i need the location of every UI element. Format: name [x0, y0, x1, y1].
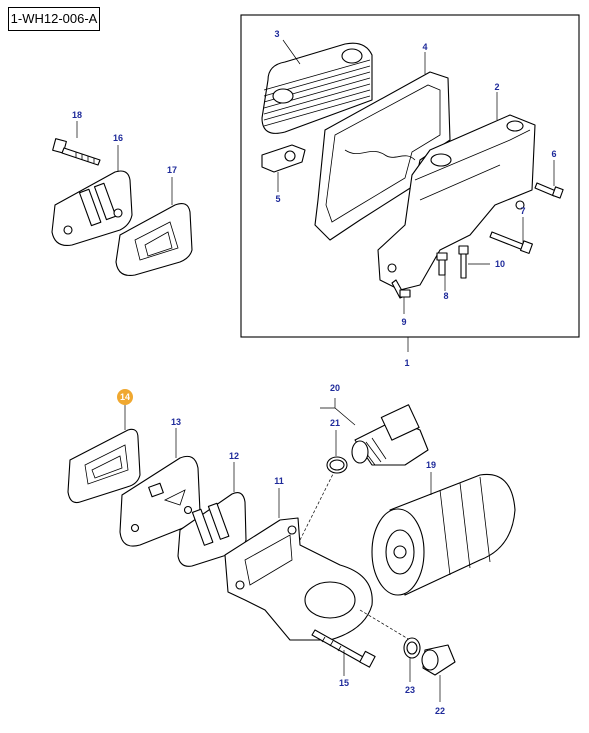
bolt-8[interactable]	[436, 252, 448, 276]
bolt-7[interactable]	[489, 231, 533, 254]
oil-cooler-core[interactable]	[261, 42, 373, 134]
callout-1[interactable]: 1	[404, 358, 409, 368]
callout-21[interactable]: 21	[330, 418, 340, 428]
filter-head-11[interactable]	[224, 517, 373, 641]
callout-18[interactable]: 18	[72, 110, 82, 120]
callout-3[interactable]: 3	[274, 29, 279, 39]
bolt-9[interactable]	[391, 279, 411, 299]
callout-14[interactable]: 14	[120, 392, 130, 402]
drain-plug-22[interactable]	[421, 644, 456, 676]
washer-23[interactable]	[403, 637, 421, 659]
callout-13[interactable]: 13	[171, 417, 181, 427]
seal-plate[interactable]	[261, 144, 306, 173]
callout-7[interactable]: 7	[520, 206, 525, 216]
bolt-15[interactable]	[311, 629, 376, 668]
callout-6[interactable]: 6	[551, 149, 556, 159]
callout-12[interactable]: 12	[229, 451, 239, 461]
adapter-plate-16[interactable]	[51, 170, 133, 247]
pressure-sensor-20[interactable]	[351, 404, 429, 466]
callout-4[interactable]: 4	[422, 42, 427, 52]
bolt-10[interactable]	[458, 245, 469, 279]
gasket-17[interactable]	[115, 203, 193, 277]
cooler-cover-housing[interactable]	[377, 114, 536, 291]
callout-20[interactable]: 20	[330, 383, 340, 393]
o-ring-21[interactable]	[326, 456, 348, 474]
callout-15[interactable]: 15	[339, 678, 349, 688]
callout-11[interactable]: 11	[274, 476, 284, 486]
gasket-14[interactable]	[67, 428, 141, 504]
bolt-6[interactable]	[534, 182, 564, 199]
callout-23[interactable]: 23	[405, 685, 415, 695]
diagram-reference-code: 1-WH12-006-A	[8, 7, 100, 31]
callout-19[interactable]: 19	[426, 460, 436, 470]
callout-9[interactable]: 9	[401, 317, 406, 327]
kit-frame-box	[240, 14, 580, 338]
bolt-18[interactable]	[52, 138, 101, 166]
callout-17[interactable]: 17	[167, 165, 177, 175]
callout-10[interactable]: 10	[495, 259, 505, 269]
callout-8[interactable]: 8	[443, 291, 448, 301]
callout-5[interactable]: 5	[275, 194, 280, 204]
callout-16[interactable]: 16	[113, 133, 123, 143]
callout-14-highlight[interactable]: 14	[117, 389, 133, 405]
oil-filter-19[interactable]	[371, 473, 516, 596]
callout-22[interactable]: 22	[435, 706, 445, 716]
callout-2[interactable]: 2	[494, 82, 499, 92]
gasket-12[interactable]	[177, 492, 247, 567]
